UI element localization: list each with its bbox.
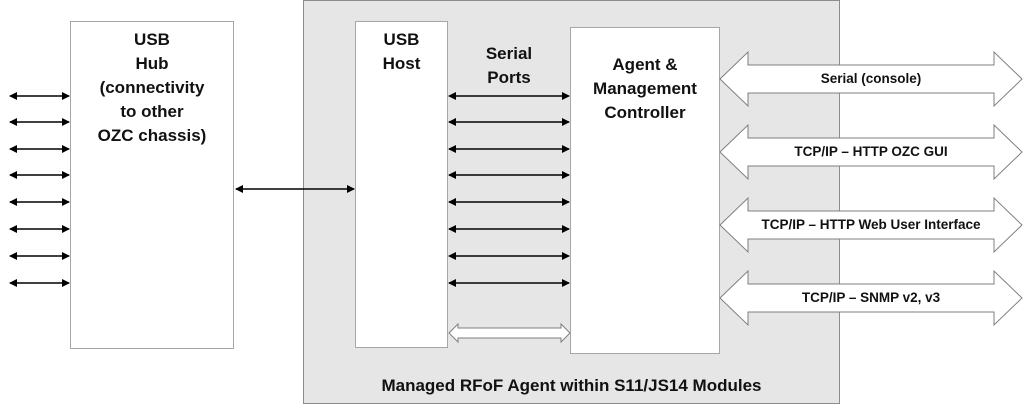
- usb-hub-label-line: OZC chassis): [97, 126, 207, 145]
- usb-hub-label-line: to other: [120, 102, 184, 121]
- usb-hub-label: USB Hub (connectivity to other OZC chass…: [70, 28, 234, 148]
- serial-ports-label: Serial Ports: [448, 42, 570, 90]
- interface-label: Serial (console): [820, 71, 922, 86]
- agent-controller-label-line: Management: [593, 79, 697, 98]
- agent-controller-box: [570, 27, 720, 354]
- usb-hub-label-line: USB: [134, 30, 170, 49]
- container-label: Managed RFoF Agent within S11/JS14 Modul…: [381, 376, 762, 395]
- interface-label: TCP/IP – HTTP OZC GUI: [794, 144, 948, 159]
- interface-block-arrow: [719, 123, 1023, 181]
- usb-link-block-arrow: [448, 322, 571, 344]
- interface-block-arrow: [719, 50, 1023, 108]
- serial-ports-label-line: Ports: [487, 68, 531, 87]
- agent-controller-label: Agent & Management Controller: [570, 53, 720, 125]
- interface-block-arrow: [719, 269, 1023, 327]
- interface-block-arrow: [719, 196, 1023, 254]
- usb-hub-label-line: (connectivity: [99, 78, 205, 97]
- serial-ports-label-line: Serial: [485, 44, 533, 63]
- agent-controller-label-line: Controller: [604, 103, 686, 122]
- usb-host-box: [355, 21, 448, 348]
- usb-hub-label-line: Hub: [135, 54, 169, 73]
- usb-hub-box: [70, 21, 234, 349]
- interface-label: TCP/IP – HTTP Web User Interface: [761, 217, 981, 232]
- usb-host-label-line: Host: [382, 54, 421, 73]
- interface-label: TCP/IP – SNMP v2, v3: [801, 290, 941, 305]
- usb-host-label: USB Host: [355, 28, 448, 76]
- agent-controller-label-line: Agent &: [612, 55, 678, 74]
- usb-host-label-line: USB: [383, 30, 420, 49]
